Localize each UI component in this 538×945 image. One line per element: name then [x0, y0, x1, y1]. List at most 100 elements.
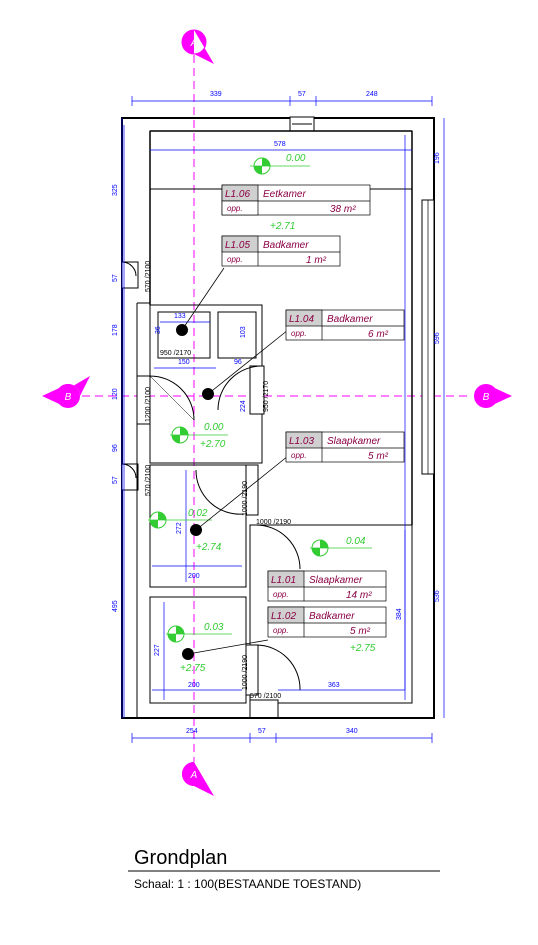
leaders — [176, 267, 289, 660]
level-eetkamer: 0.00 — [286, 153, 306, 164]
interior-walls — [122, 302, 434, 719]
door-labels: 570 /2100 950 /2170 1200 /2100 950 /2170… — [145, 261, 291, 700]
room-opp-l102: opp. — [273, 626, 289, 635]
dim-top-2: 57 — [298, 91, 306, 98]
left-window-top — [121, 261, 139, 289]
dim-left-6: 57 — [112, 476, 119, 484]
level-slaap2: 0.02 — [188, 508, 208, 519]
level-marker-bad2: 0.03 +2.75 +2.75 — [166, 622, 376, 674]
dim-room-11: 363 — [328, 682, 340, 689]
room-name-l104: Badkamer — [327, 314, 373, 325]
room-id-l101: L1.01 — [271, 575, 296, 586]
dim-right-1: 196 — [434, 152, 441, 164]
height-bad2-right: +2.75 — [350, 643, 376, 654]
dim-bottom-1: 254 — [186, 728, 198, 735]
room-label-l103: L1.03 Slaapkamer opp. 5 m² — [285, 431, 405, 463]
door-label-8: 1000 /2190 — [242, 655, 249, 690]
dim-room-8: 200 — [188, 573, 200, 580]
dim-bottom-3: 340 — [346, 728, 358, 735]
door-label-6: 1000 /2190 — [242, 481, 249, 516]
height-eetkamer: +2.71 — [270, 221, 295, 232]
door-label-2: 950 /2170 — [160, 350, 191, 357]
room-opp-l101: opp. — [273, 590, 289, 599]
dim-left-1: 325 — [112, 184, 119, 196]
door-label-5: 570 /2100 — [145, 465, 152, 496]
room-opp-l106: opp. — [227, 204, 243, 213]
axis-a-top-label: A — [190, 38, 198, 49]
dim-right-2: 596 — [434, 332, 441, 344]
dim-room-4: 150 — [178, 359, 190, 366]
drawing-title: Grondplan — [134, 847, 227, 869]
door-label-1: 570 /2100 — [145, 261, 152, 292]
level-hall: 0.00 — [204, 422, 224, 433]
axis-a-top-marker: A — [181, 29, 214, 64]
room-label-l104: L1.04 Badkamer opp. 6 m² — [285, 309, 405, 341]
dim-inner-right-2: 384 — [396, 608, 403, 620]
axis-b-right-label: B — [483, 392, 490, 403]
level-marker-slaap1: 0.04 — [310, 536, 372, 557]
level-bad2: 0.03 — [204, 622, 224, 633]
axis-b-left-marker: B — [42, 376, 90, 408]
level-marker-slaap2: 0.02 +2.74 — [148, 508, 222, 553]
room-name-l106: Eetkamer — [263, 189, 306, 200]
room-name-l102: Badkamer — [309, 611, 355, 622]
door-label-7: 1000 /2190 — [256, 519, 291, 526]
room-label-l105: L1.05 Badkamer opp. 1 m² — [221, 235, 341, 267]
room-id-l106: L1.06 — [225, 189, 250, 200]
dim-room-7: 272 — [176, 522, 183, 534]
room-label-l102: L1.02 Badkamer opp. 5 m² — [267, 606, 387, 638]
height-bad2: +2.75 — [180, 663, 206, 674]
room-id-l104: L1.04 — [289, 314, 314, 325]
dim-inner-top: 578 — [274, 141, 286, 148]
dim-room-1: 133 — [174, 313, 186, 320]
dim-room-6: 224 — [240, 400, 247, 412]
dim-left-5: 96 — [112, 444, 119, 452]
room-name-l103: Slaapkamer — [327, 436, 381, 447]
dim-room-9: 227 — [154, 644, 161, 656]
room-name-l101: Slaapkamer — [309, 575, 363, 586]
drawing-scale: Schaal: 1 : 100(BESTAANDE TOESTAND) — [134, 877, 361, 891]
door-label-4: 950 /2170 — [263, 381, 270, 412]
room-id-l102: L1.02 — [271, 611, 296, 622]
room-id-l103: L1.03 — [289, 436, 314, 447]
level-marker-eetkamer: 0.00 +2.71 — [250, 153, 310, 232]
room-area-l102: 5 m² — [350, 626, 371, 637]
dim-room-2: 36 — [155, 326, 162, 334]
room-area-l104: 6 m² — [368, 329, 389, 340]
dim-left-4: 120 — [112, 388, 119, 400]
room-area-l103: 5 m² — [368, 451, 389, 462]
room-label-l101: L1.01 Slaapkamer opp. 14 m² — [267, 570, 387, 602]
door-label-3: 1200 /2100 — [145, 387, 152, 422]
dim-top-1: 339 — [210, 91, 222, 98]
dim-room-5: 96 — [234, 359, 242, 366]
room-area-l101: 14 m² — [346, 590, 372, 601]
height-slaap2: +2.74 — [196, 542, 222, 553]
room-label-l106: L1.06 Eetkamer opp. 38 m² — [221, 184, 371, 216]
dim-top-3: 248 — [366, 91, 378, 98]
door-label-9: 570 /2100 — [250, 693, 281, 700]
room-opp-l103: opp. — [291, 451, 307, 460]
dim-room-3: 103 — [240, 326, 247, 338]
door-swings — [149, 365, 301, 691]
room-opp-l104: opp. — [291, 329, 307, 338]
axis-b-left-label: B — [65, 392, 72, 403]
axis-a-bottom-label: A — [190, 770, 198, 781]
left-window-bottom — [121, 463, 139, 491]
dimensions: 339 57 248 254 57 340 325 57 178 120 96 … — [112, 91, 445, 743]
room-name-l105: Badkamer — [263, 240, 309, 251]
dim-bottom-2: 57 — [258, 728, 266, 735]
dim-left-3: 178 — [112, 324, 119, 336]
room-area-l106: 38 m² — [330, 204, 356, 215]
room-id-l105: L1.05 — [225, 240, 250, 251]
dim-right-3: 536 — [434, 590, 441, 602]
dim-left-7: 495 — [112, 600, 119, 612]
room-opp-l105: opp. — [227, 255, 243, 264]
axis-a-bottom-marker: A — [182, 762, 214, 796]
level-slaap1: 0.04 — [346, 536, 366, 547]
level-marker-hall: 0.00 +2.70 — [170, 422, 228, 450]
dim-room-10: 200 — [188, 682, 200, 689]
dim-left-2: 57 — [112, 274, 119, 282]
axis-b-right-marker: B — [474, 384, 512, 408]
room-area-l105: 1 m² — [306, 255, 327, 266]
